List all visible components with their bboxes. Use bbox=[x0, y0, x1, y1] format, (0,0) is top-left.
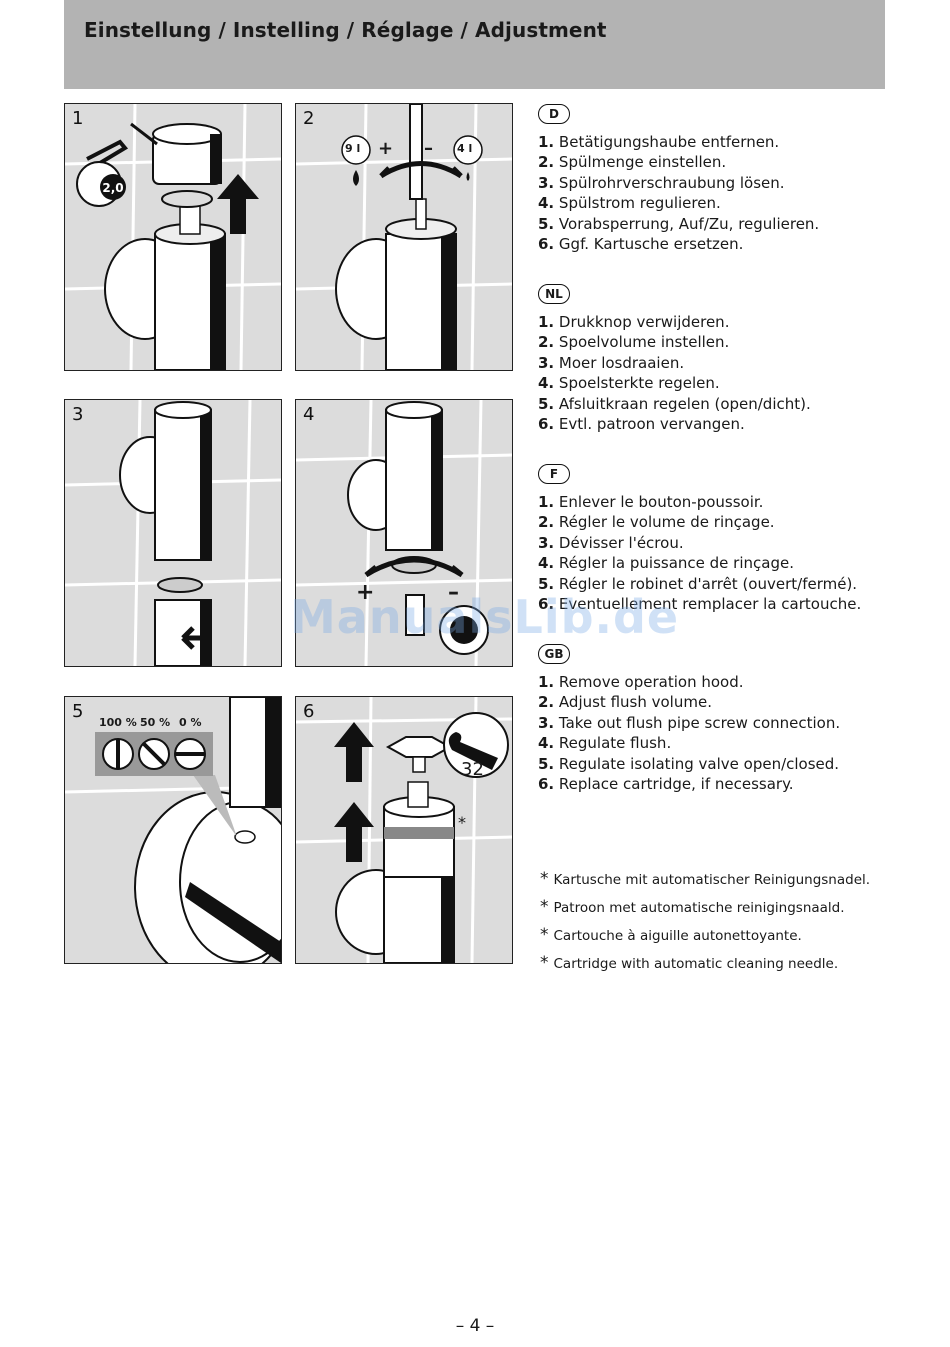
step-item: 1. Betätigungshaube entfernen. bbox=[538, 133, 780, 151]
steps-list-nl: 1. Drukknop verwijderen. 2. Spoelvolume … bbox=[538, 312, 811, 434]
panel-number: 3 bbox=[72, 404, 84, 425]
language-badge-fr: F bbox=[538, 464, 570, 484]
step-item: 3. Take out flush pipe screw connection. bbox=[538, 713, 841, 732]
illustration-panel-1: 2,0 1 bbox=[64, 103, 282, 371]
setting-50-label: 50 % bbox=[140, 716, 171, 729]
footnotes: *Kartusche mit automatischer Reinigungsn… bbox=[540, 866, 870, 978]
illustration-panel-6: 6 32 * bbox=[295, 696, 513, 964]
section-nl: NL 1. Drukknop verwijderen. 2. Spoelvolu… bbox=[538, 283, 811, 434]
steps-list-fr: 1. Enlever le bouton-poussoir. 2. Régler… bbox=[538, 492, 861, 614]
step-item: 3. Dévisser l'écrou. bbox=[538, 533, 684, 552]
illustration-panel-2: 2 9 l 4 l + – bbox=[295, 103, 513, 371]
language-badge-nl: NL bbox=[538, 284, 570, 304]
step-item: 4. Régler la puissance de rinçage. bbox=[538, 554, 794, 573]
steps-list-de: 1. Betätigungshaube entfernen. 2. Spülme… bbox=[538, 132, 819, 254]
watermark: ManualsLib.de bbox=[290, 590, 680, 644]
section-gb: GB 1. Remove operation hood. 2. Adjust f… bbox=[538, 643, 840, 794]
step-item: 4. Spülstrom regulieren. bbox=[538, 194, 721, 213]
minus-sign: – bbox=[424, 138, 433, 159]
panel-4-drawing bbox=[296, 400, 512, 666]
page-number: – 4 – bbox=[455, 1316, 495, 1336]
panel-number: 6 bbox=[303, 701, 315, 722]
step-item: 1. Drukknop verwijderen. bbox=[538, 313, 730, 331]
step-item: 6. Eventuellement remplacer la cartouche… bbox=[538, 595, 862, 614]
cartridge-asterisk: * bbox=[458, 813, 466, 832]
page-header: Einstellung / Instelling / Réglage / Adj… bbox=[64, 0, 885, 89]
step-item: 6. Replace cartridge, if necessary. bbox=[538, 775, 794, 794]
panel-3-drawing bbox=[65, 400, 281, 666]
section-fr: F 1. Enlever le bouton-poussoir. 2. Régl… bbox=[538, 463, 861, 614]
plus-sign: + bbox=[356, 580, 375, 605]
panel-5-drawing bbox=[65, 697, 281, 963]
language-badge-de: D bbox=[538, 104, 570, 124]
step-item: 2. Adjust flush volume. bbox=[538, 693, 712, 712]
panel-1-drawing: 2,0 bbox=[65, 104, 281, 370]
language-badge-gb: GB bbox=[538, 644, 570, 664]
footnote: *Kartusche mit automatischer Reinigungsn… bbox=[540, 869, 871, 889]
step-item: 3. Spülrohrverschraubung lösen. bbox=[538, 173, 785, 192]
footnote: *Cartouche à aiguille autonettoyante. bbox=[540, 925, 802, 945]
hex-key-size: 2,0 bbox=[102, 181, 123, 195]
panel-number: 4 bbox=[303, 404, 315, 425]
step-item: 5. Afsluitkraan regelen (open/dicht). bbox=[538, 394, 811, 413]
section-de: D 1. Betätigungshaube entfernen. 2. Spül… bbox=[538, 103, 819, 254]
step-item: 6. Ggf. Kartusche ersetzen. bbox=[538, 235, 744, 254]
step-item: 2. Régler le volume de rinçage. bbox=[538, 513, 775, 532]
volume-9l-label: 9 l bbox=[345, 142, 361, 155]
setting-100-label: 100 % bbox=[99, 716, 137, 729]
illustration-panel-5: 5 100 % 50 % 0 % bbox=[64, 696, 282, 964]
wrench-size-label: 32 bbox=[461, 759, 484, 780]
steps-list-gb: 1. Remove operation hood. 2. Adjust flus… bbox=[538, 672, 840, 794]
step-item: 5. Regulate isolating valve open/closed. bbox=[538, 754, 840, 773]
step-item: 6. Evtl. patroon vervangen. bbox=[538, 415, 745, 434]
setting-0-label: 0 % bbox=[179, 716, 202, 729]
page-title: Einstellung / Instelling / Réglage / Adj… bbox=[84, 18, 607, 42]
minus-sign: – bbox=[448, 580, 459, 605]
step-item: 1. Remove operation hood. bbox=[538, 673, 744, 691]
step-item: 2. Spoelvolume instellen. bbox=[538, 333, 730, 352]
step-item: 4. Regulate flush. bbox=[538, 734, 672, 753]
panel-number: 2 bbox=[303, 108, 315, 129]
footnote: *Patroon met automatische reinigingsnaal… bbox=[540, 897, 845, 917]
step-item: 1. Enlever le bouton-poussoir. bbox=[538, 493, 764, 511]
step-item: 2. Spülmenge einstellen. bbox=[538, 153, 727, 172]
illustration-panel-3: 3 bbox=[64, 399, 282, 667]
step-item: 3. Moer losdraaien. bbox=[538, 353, 685, 372]
step-item: 4. Spoelsterkte regelen. bbox=[538, 374, 720, 393]
plus-sign: + bbox=[378, 138, 394, 159]
volume-4l-label: 4 l bbox=[457, 142, 473, 155]
panel-number: 5 bbox=[72, 701, 84, 722]
step-item: 5. Vorabsperrung, Auf/Zu, regulieren. bbox=[538, 214, 820, 233]
step-item: 5. Régler le robinet d'arrêt (ouvert/fer… bbox=[538, 574, 858, 593]
panel-6-drawing bbox=[296, 697, 512, 963]
panel-2-drawing bbox=[296, 104, 512, 370]
panel-number: 1 bbox=[72, 108, 84, 129]
illustration-panel-4: 4 + – bbox=[295, 399, 513, 667]
footnote: *Cartridge with automatic cleaning needl… bbox=[540, 953, 839, 973]
